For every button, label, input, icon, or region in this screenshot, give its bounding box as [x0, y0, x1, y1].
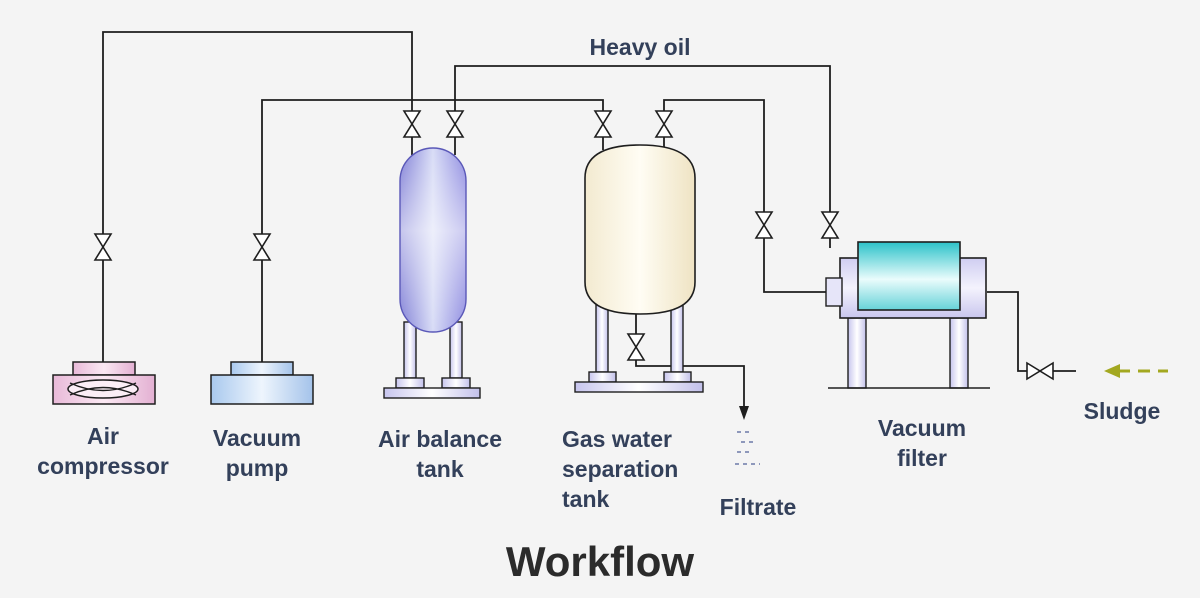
valve-icon: [1026, 361, 1054, 381]
gas-water-separation-tank: [574, 144, 704, 393]
vacuum-pump: [210, 361, 314, 405]
valve-icon: [654, 110, 674, 138]
valve-icon: [93, 233, 113, 261]
vacuum-pump-label: Vacuum pump: [212, 425, 302, 481]
valve-icon: [754, 211, 774, 239]
gas-water-separation-tank-label: Gas water separation tank: [562, 426, 679, 512]
arrow-down-icon: [739, 406, 749, 420]
air-balance-tank: [383, 147, 481, 399]
sludge-label: Sludge: [1083, 398, 1161, 424]
filtrate-drops: [735, 431, 760, 465]
valve-icon: [252, 233, 272, 261]
heavy-oil-label: Heavy oil: [589, 34, 691, 60]
pipe-filtrate: [635, 310, 745, 408]
compressor-rotor-icon: [67, 379, 139, 399]
valve-icon: [820, 211, 840, 239]
filtrate-outlet: [735, 406, 760, 465]
valve-icon: [626, 333, 646, 361]
pipe-air-compressor: [102, 31, 413, 362]
valves: [93, 110, 1054, 381]
valve-icon: [402, 110, 422, 138]
pipe-sludge-inlet: [987, 291, 1076, 372]
vacuum-filter: [825, 241, 990, 389]
filtrate-label: Filtrate: [719, 494, 797, 520]
page-title: Workflow: [505, 538, 695, 585]
arrow-left-icon: [1104, 364, 1120, 378]
air-balance-tank-label: Air balance tank: [378, 426, 502, 482]
air-compressor-label: Air compressor: [37, 423, 169, 479]
vacuum-filter-label: Vacuum filter: [877, 415, 967, 471]
sludge-inlet-arrow: [1104, 364, 1168, 378]
valve-icon: [593, 110, 613, 138]
air-compressor: [52, 361, 156, 405]
valve-icon: [445, 110, 465, 138]
